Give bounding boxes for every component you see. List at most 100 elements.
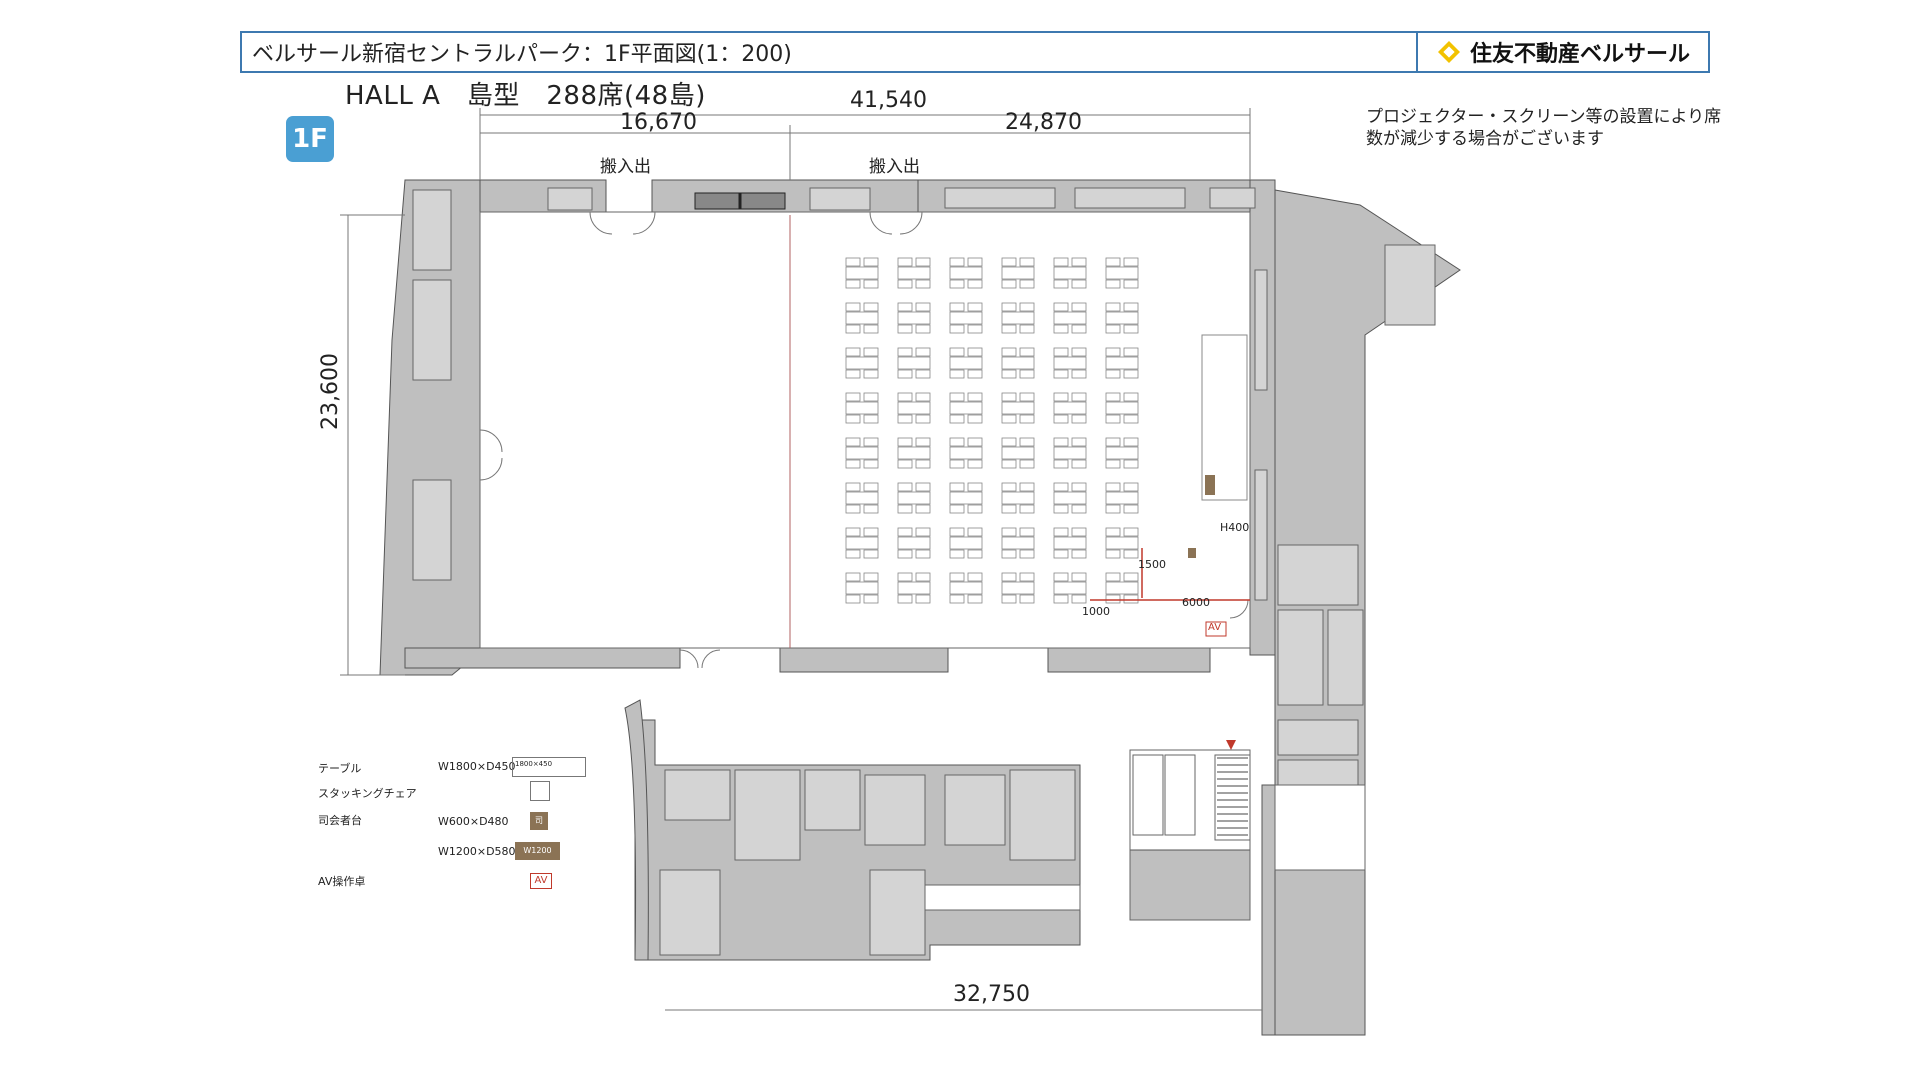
chair bbox=[897, 527, 913, 537]
chair bbox=[915, 324, 931, 334]
legend-av-label: AV操作卓 bbox=[318, 875, 366, 888]
brand-name: 住友不動産ベルサール bbox=[1469, 42, 1690, 67]
table bbox=[897, 536, 931, 550]
chair bbox=[949, 414, 965, 424]
chair bbox=[1105, 392, 1121, 402]
chair bbox=[1001, 302, 1017, 312]
legend-chair-label: スタッキングチェア bbox=[318, 787, 417, 800]
chair bbox=[863, 504, 879, 514]
dim-gap-1000: 1000 bbox=[1082, 605, 1110, 618]
chair bbox=[897, 279, 913, 289]
chair bbox=[897, 459, 913, 469]
chair bbox=[863, 482, 879, 492]
island-table bbox=[897, 302, 931, 334]
chair bbox=[1053, 504, 1069, 514]
island-table bbox=[897, 437, 931, 469]
legend-table-swatch: 1800×450 bbox=[512, 757, 586, 777]
vent-grille bbox=[694, 192, 786, 210]
chair bbox=[1019, 324, 1035, 334]
chair bbox=[915, 279, 931, 289]
chair bbox=[915, 347, 931, 357]
chair bbox=[949, 324, 965, 334]
chair bbox=[1123, 549, 1139, 559]
table bbox=[1105, 581, 1139, 595]
chair bbox=[1053, 414, 1069, 424]
table bbox=[897, 446, 931, 460]
table bbox=[897, 581, 931, 595]
table bbox=[1001, 536, 1035, 550]
table bbox=[949, 446, 983, 460]
chair bbox=[1001, 414, 1017, 424]
island-table bbox=[845, 302, 879, 334]
chair bbox=[897, 369, 913, 379]
chair bbox=[1019, 459, 1035, 469]
table bbox=[1105, 446, 1139, 460]
chair bbox=[1071, 527, 1087, 537]
island-table bbox=[1105, 302, 1139, 334]
chair bbox=[967, 369, 983, 379]
chair bbox=[1019, 594, 1035, 604]
island-table bbox=[949, 257, 983, 289]
chair bbox=[1071, 347, 1087, 357]
island-table bbox=[1105, 482, 1139, 514]
island-table bbox=[1001, 437, 1035, 469]
chair bbox=[1105, 347, 1121, 357]
chair bbox=[1123, 504, 1139, 514]
island-table bbox=[1053, 302, 1087, 334]
chair bbox=[863, 527, 879, 537]
chair bbox=[1001, 594, 1017, 604]
chair bbox=[1105, 504, 1121, 514]
chair bbox=[967, 437, 983, 447]
chair bbox=[1071, 549, 1087, 559]
island-table bbox=[845, 482, 879, 514]
chair bbox=[1001, 369, 1017, 379]
chair bbox=[1105, 549, 1121, 559]
chair bbox=[1123, 527, 1139, 537]
legend-podium-small-swatch: 司 bbox=[530, 812, 548, 830]
chair bbox=[845, 279, 861, 289]
red-dimensions bbox=[1090, 548, 1250, 601]
table bbox=[1105, 356, 1139, 370]
island-table bbox=[1105, 437, 1139, 469]
chair bbox=[1071, 279, 1087, 289]
table bbox=[897, 401, 931, 415]
chair bbox=[1105, 482, 1121, 492]
chair bbox=[915, 257, 931, 267]
chair bbox=[1019, 482, 1035, 492]
chair bbox=[845, 482, 861, 492]
table bbox=[1001, 356, 1035, 370]
loading-door-right-label: 搬入出 bbox=[869, 157, 920, 177]
island-table bbox=[845, 437, 879, 469]
table bbox=[845, 491, 879, 505]
legend-podium-label: 司会者台 bbox=[318, 814, 362, 827]
chair bbox=[1123, 279, 1139, 289]
chair bbox=[863, 324, 879, 334]
island-table bbox=[1105, 527, 1139, 559]
chair bbox=[1123, 324, 1139, 334]
chair bbox=[1053, 527, 1069, 537]
dim-total-width: 41,540 bbox=[850, 88, 927, 113]
table bbox=[949, 581, 983, 595]
chair bbox=[845, 594, 861, 604]
dim-height: 23,600 bbox=[318, 353, 343, 430]
island-tables bbox=[845, 257, 1139, 604]
chair bbox=[897, 594, 913, 604]
island-table bbox=[1001, 302, 1035, 334]
chair bbox=[1053, 369, 1069, 379]
island-table bbox=[1053, 572, 1087, 604]
chair bbox=[967, 324, 983, 334]
chair bbox=[915, 594, 931, 604]
entrance-arrow-icon bbox=[1226, 740, 1236, 750]
chair bbox=[1053, 594, 1069, 604]
chair bbox=[863, 437, 879, 447]
stage bbox=[1188, 334, 1248, 558]
chair bbox=[1071, 572, 1087, 582]
chair bbox=[897, 549, 913, 559]
dim-podium-height: H400 bbox=[1220, 521, 1250, 534]
table bbox=[949, 491, 983, 505]
table bbox=[1001, 266, 1035, 280]
island-table bbox=[897, 392, 931, 424]
chair bbox=[863, 594, 879, 604]
island-table bbox=[845, 347, 879, 379]
stairs bbox=[1214, 754, 1251, 841]
